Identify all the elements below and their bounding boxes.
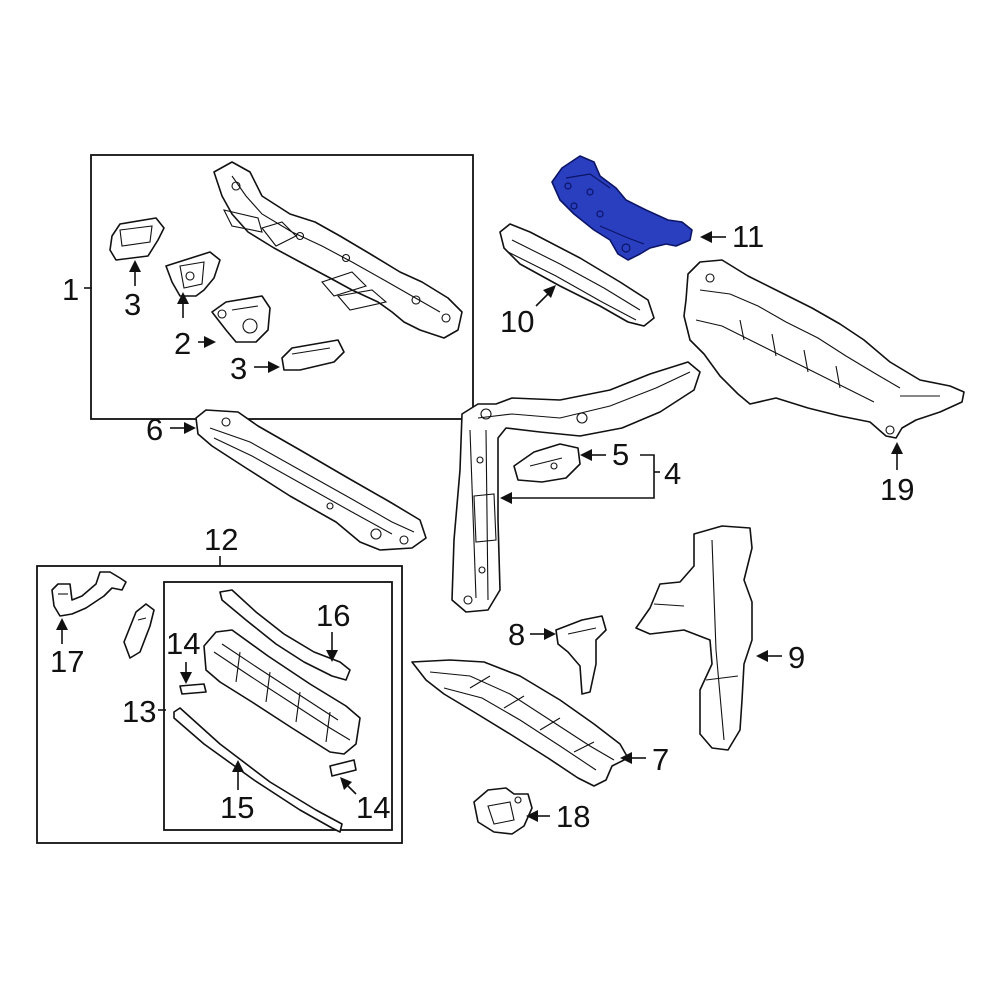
part-1-upper-support xyxy=(213,161,463,339)
callout-17: 17 xyxy=(50,644,84,679)
arrow-3-upper xyxy=(129,260,141,272)
callout-18: 18 xyxy=(556,799,590,834)
callout-5: 5 xyxy=(612,437,629,472)
callout-13: 13 xyxy=(122,694,156,729)
part-2-bracket-lower xyxy=(211,295,271,343)
part-18-actuator xyxy=(473,787,533,835)
arrow-2-upper xyxy=(177,292,189,304)
callout-15: 15 xyxy=(220,790,254,825)
part-10-seal xyxy=(499,223,655,327)
callout-4: 4 xyxy=(664,456,681,491)
group-box-1 xyxy=(90,154,474,420)
part-9-air-guide xyxy=(635,525,753,751)
callout-2: 2 xyxy=(174,326,191,361)
part-2-bracket-upper xyxy=(165,251,221,297)
callout-16: 16 xyxy=(316,598,350,633)
arrow-5 xyxy=(580,449,592,461)
leader-4-bracket xyxy=(512,454,655,499)
callout-14-lower: 14 xyxy=(356,790,390,825)
arrow-2 xyxy=(204,336,216,348)
part-15-seal-strip xyxy=(173,707,343,833)
part-11-highlighted-shield xyxy=(551,155,693,261)
arrow-14-upper xyxy=(180,672,192,684)
callout-11: 11 xyxy=(732,219,764,254)
arrow-16 xyxy=(326,650,338,662)
part-13-shutter xyxy=(203,629,361,755)
group-box-13 xyxy=(163,581,393,831)
leader-10 xyxy=(535,293,549,307)
callout-14-upper: 14 xyxy=(166,626,200,661)
callout-1: 1 xyxy=(62,272,79,307)
part-16-seal-strip xyxy=(219,589,351,681)
part-5-bracket xyxy=(513,443,581,483)
callout-3-upper: 3 xyxy=(124,287,141,322)
part-8-bracket xyxy=(555,615,607,695)
callout-9: 9 xyxy=(788,640,805,675)
leader-14-lower xyxy=(347,785,357,795)
part-6-crossmember xyxy=(195,409,427,551)
arrow-18 xyxy=(526,810,538,822)
callout-10: 10 xyxy=(500,304,534,339)
arrow-11 xyxy=(700,231,712,243)
callout-3-lower: 3 xyxy=(230,351,247,386)
arrow-3-lower xyxy=(268,361,280,373)
callout-12: 12 xyxy=(204,522,238,557)
part-connector xyxy=(123,603,155,659)
part-3-bracket-upper xyxy=(109,217,165,261)
arrow-7 xyxy=(620,752,632,764)
part-19-bumper-reinforcement xyxy=(683,259,965,439)
part-17-harness xyxy=(51,571,127,617)
part-14-clip-lower xyxy=(329,759,357,777)
callout-7: 7 xyxy=(652,742,669,777)
callout-6: 6 xyxy=(146,412,163,447)
part-7-under-cover xyxy=(411,659,629,787)
part-14-clip-upper xyxy=(179,683,207,695)
arrow-17 xyxy=(56,618,68,630)
arrow-4 xyxy=(500,492,512,504)
part-3-bracket-lower xyxy=(281,339,345,371)
arrow-9 xyxy=(756,650,768,662)
arrow-19 xyxy=(891,442,903,454)
callout-8: 8 xyxy=(508,617,525,652)
arrow-14-lower xyxy=(340,777,352,790)
arrow-6 xyxy=(184,422,196,434)
arrow-8 xyxy=(544,628,556,640)
callout-19: 19 xyxy=(880,472,914,507)
arrow-10 xyxy=(543,285,556,298)
part-4-radiator-support-side xyxy=(451,361,701,613)
arrow-15 xyxy=(232,760,244,772)
